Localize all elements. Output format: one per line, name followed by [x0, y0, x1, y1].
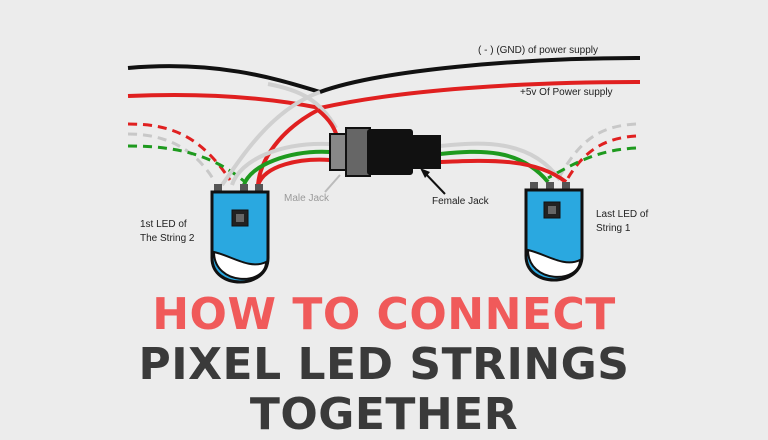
left-dashed-red-wire	[127, 122, 232, 181]
right-dashed-red-wire	[566, 134, 637, 179]
vcc-wire	[127, 80, 641, 111]
left-dashed-gray-wire	[127, 132, 217, 183]
male-jack-arrow	[324, 174, 341, 193]
gray-left-to-jack	[230, 141, 331, 186]
left-led-pixel	[210, 184, 270, 284]
headline-line2: PIXEL LED STRINGS TOGETHER	[138, 339, 630, 440]
male-jack	[329, 127, 371, 177]
green-jack-to-right	[439, 149, 550, 184]
gnd-label: ( - ) (GND) of power supply	[478, 45, 599, 56]
right-dashed-green-wire	[547, 146, 637, 180]
gray-vcc-branch	[267, 82, 338, 129]
green-left-to-jack	[242, 149, 331, 186]
red-to-left-led	[256, 108, 319, 186]
right-dashed-gray-wire	[558, 122, 637, 177]
headline-line1: HOW TO CONNECT	[152, 289, 616, 340]
gray-to-left-led	[220, 90, 321, 187]
vcc-label: +5v Of Power supply	[520, 87, 613, 98]
last-led-label-line2: String 1	[596, 223, 631, 234]
female-jack-arrow-head	[420, 168, 430, 178]
female-jack-label: Female Jack	[432, 196, 489, 207]
right-led-pixel	[524, 182, 584, 282]
last-led-label-line1: Last LED of	[596, 209, 649, 220]
red-left-to-jack	[256, 157, 331, 186]
first-led-label-line2: The String 2	[140, 233, 195, 244]
left-dashed-green-wire	[127, 144, 246, 184]
female-jack	[367, 129, 441, 175]
male-jack-label: Male Jack	[284, 193, 330, 204]
gray-jack-to-right	[439, 141, 562, 182]
first-led-label-line1: 1st LED of	[140, 219, 187, 230]
gnd-wire	[127, 56, 641, 95]
female-jack-arrow	[423, 171, 446, 195]
red-jack-to-right	[439, 158, 568, 184]
